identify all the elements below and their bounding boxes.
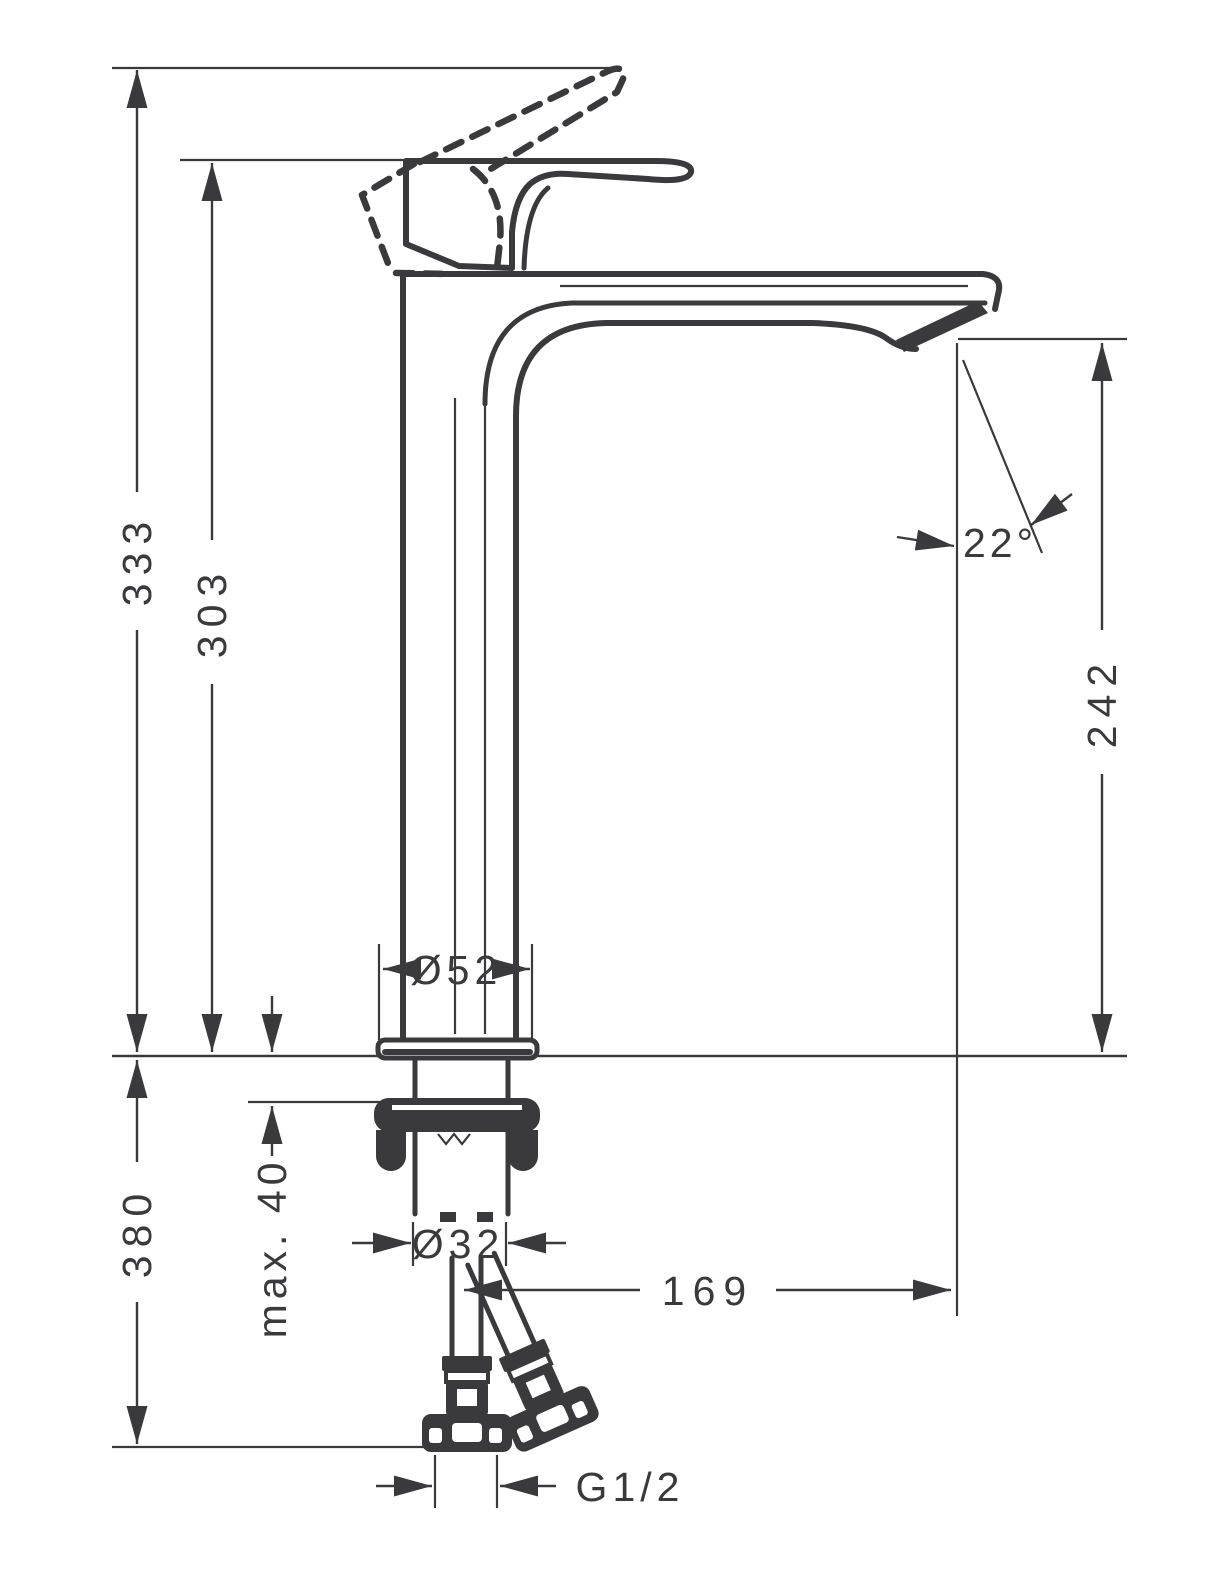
mounting-assembly — [374, 1055, 602, 1455]
dim-label-body-height: 303 — [189, 566, 235, 658]
dim-label-hose-drop: 380 — [114, 1186, 160, 1278]
dim-label-max-counter-thickness: max. 40 — [249, 1158, 295, 1339]
dim-label-base-diameter: Ø52 — [410, 947, 503, 993]
mounting-washer — [374, 1098, 540, 1132]
dim-label-overall-height: 333 — [114, 514, 160, 606]
thread-marks — [437, 1132, 471, 1146]
dim-22deg-right-arrow — [1030, 493, 1073, 526]
ext-lines-base-diameter — [377, 944, 534, 1040]
ext-lines-thread — [433, 1455, 499, 1508]
handle-solid — [403, 158, 695, 271]
aerator-face — [896, 301, 988, 352]
washer-hook-left — [376, 1130, 406, 1171]
raised-lever-base-edge — [392, 269, 456, 278]
dimension-lines — [126, 70, 1113, 1497]
body-right-edge-underside — [513, 320, 919, 1043]
dim-label-outlet-height: 242 — [1079, 656, 1125, 748]
shank-foot-right — [477, 1212, 493, 1222]
handle-lever-and-escutcheon — [403, 158, 695, 271]
dimension-labels: 333 303 242 22° Ø52 max. 40 380 Ø32 169 … — [114, 514, 1125, 1510]
ext-lines-shank-diameter — [411, 1222, 508, 1266]
washer-hook-right — [508, 1130, 538, 1171]
spout-inner-top — [482, 300, 988, 407]
dim-label-connection-thread: G1/2 — [576, 1464, 685, 1510]
raised-lever-front-edge — [469, 165, 504, 272]
shank-foot-left — [440, 1212, 456, 1222]
faucet-body — [375, 271, 1003, 1061]
dim-label-spout-angle: 22° — [963, 520, 1037, 566]
handle-raised-dashed — [358, 65, 627, 278]
body-inner-lines — [453, 398, 487, 1034]
spout-end-cap — [980, 271, 1003, 312]
raised-lever-back-edge — [358, 160, 418, 275]
mounting-shank — [412, 1055, 511, 1217]
dim-22deg-left-arrow — [896, 529, 955, 551]
handle-neck-inner-line — [521, 185, 551, 271]
reference-lines — [112, 66, 1127, 1508]
washer-highlight — [392, 1105, 522, 1110]
base-plate-shadow — [382, 1049, 533, 1055]
dim-label-spout-reach: 169 — [662, 1268, 754, 1314]
spout-angle-line — [961, 359, 1044, 554]
raised-lever-outline — [416, 65, 627, 174]
dim-label-shank-diameter: Ø32 — [412, 1221, 505, 1267]
hose-connector-vertical — [422, 1258, 512, 1452]
